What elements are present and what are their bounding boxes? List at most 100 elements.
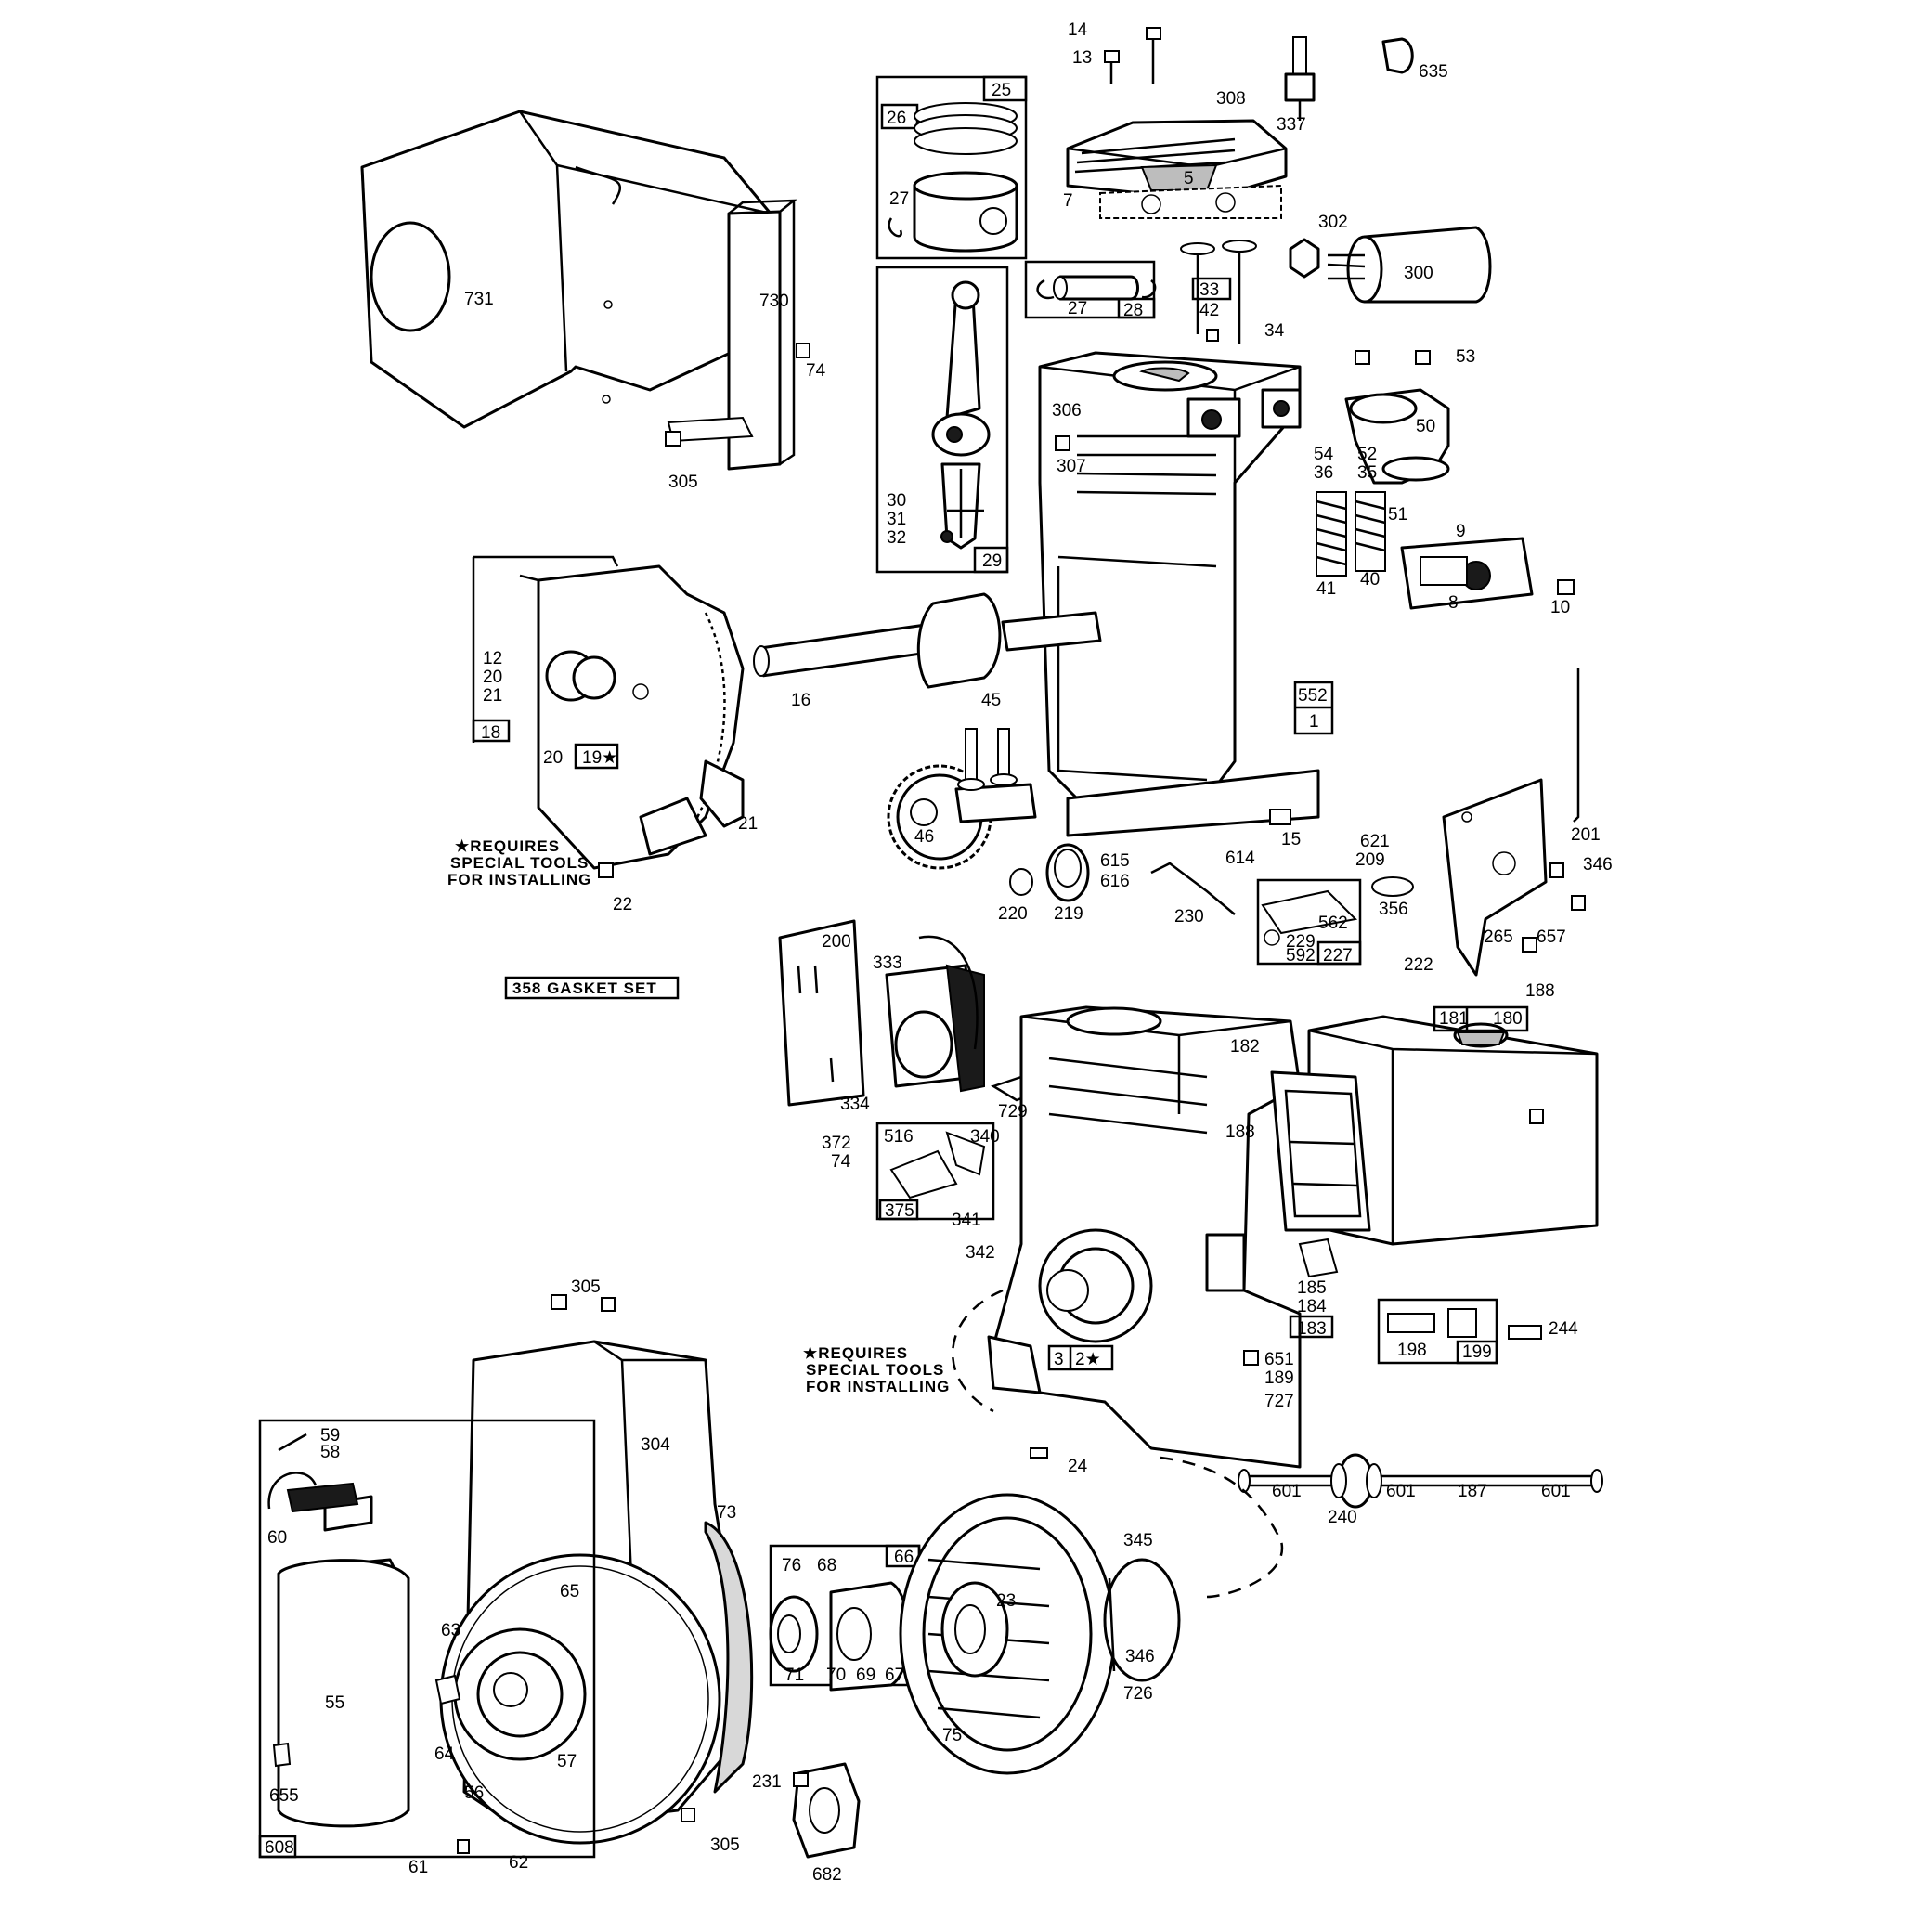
callout: 185 — [1297, 1278, 1327, 1298]
callout: 60 — [267, 1528, 287, 1548]
valves-33-34 — [1180, 240, 1257, 344]
tappets-45 — [957, 728, 1018, 791]
clutch-box-66 — [769, 1544, 921, 1692]
callout: 334 — [840, 1095, 870, 1114]
spark-plug-337 — [1284, 36, 1316, 121]
cylinder-head-5 — [1066, 119, 1288, 201]
callout: 21 — [738, 814, 758, 834]
callout: 219 — [1054, 904, 1083, 924]
callout: 183 — [1297, 1319, 1327, 1339]
callout: 198 — [1397, 1341, 1427, 1360]
callout: 345 — [1123, 1531, 1153, 1550]
callout: 199 — [1462, 1342, 1492, 1362]
callout: 61 — [408, 1858, 428, 1877]
callout: 13 — [1072, 48, 1092, 68]
callout: 25 — [992, 81, 1011, 100]
crankcase-cover — [519, 564, 745, 870]
cylinder-block-1 — [1038, 351, 1320, 837]
callout: 29 — [982, 551, 1002, 571]
special-tools-note-1: ★REQUIRES SPECIAL TOOLS FOR INSTALLING — [447, 837, 590, 888]
callout: 187 — [1458, 1482, 1487, 1501]
callout: 240 — [1328, 1508, 1357, 1527]
callout: 305 — [710, 1835, 740, 1855]
callout: 181 — [1439, 1009, 1469, 1029]
callout: 340 — [970, 1127, 1000, 1147]
callout: 62 — [509, 1853, 528, 1873]
callout: 601 — [1272, 1482, 1302, 1501]
callout: 74 — [806, 361, 826, 381]
callout: 516 — [884, 1127, 914, 1147]
dashed-assembly-line — [951, 1289, 1004, 1413]
callout: 265 — [1484, 927, 1513, 947]
callout: 333 — [873, 953, 902, 973]
spark-plug-cap-635 — [1381, 37, 1414, 74]
callout: 231 — [752, 1772, 782, 1792]
callout: 562 — [1318, 914, 1348, 933]
callout: 59 — [320, 1426, 340, 1446]
callout: 7 — [1063, 191, 1073, 211]
callout: 70 — [826, 1666, 846, 1685]
callout: 50 — [1416, 417, 1435, 436]
callout: 730 — [759, 292, 789, 311]
callout: 14 — [1068, 20, 1088, 40]
callout: 24 — [1068, 1457, 1088, 1476]
callout: 30 — [887, 491, 906, 511]
callout: 731 — [464, 290, 494, 309]
box-375 — [875, 1122, 995, 1221]
callout: 372 — [822, 1134, 851, 1153]
callout: 51 — [1388, 505, 1407, 525]
callout: 19★ — [582, 748, 617, 768]
ring-356 — [1371, 876, 1414, 897]
callout: 682 — [812, 1865, 842, 1885]
callout: 32 — [887, 528, 906, 548]
callout: 34 — [1264, 321, 1285, 341]
plate-682 — [792, 1762, 861, 1859]
callout: 189 — [1264, 1368, 1294, 1388]
special-tools-note-2: ★REQUIRES SPECIAL TOOLS FOR INSTALLING — [803, 1344, 950, 1395]
special-tools-line: FOR INSTALLING — [806, 1378, 950, 1395]
callout: 341 — [952, 1211, 981, 1230]
callout: 201 — [1571, 825, 1601, 845]
callout: 308 — [1216, 89, 1246, 109]
callout: 41 — [1316, 579, 1336, 599]
plate-200 — [778, 919, 865, 1107]
callout: 31 — [887, 510, 906, 529]
callout: 36 — [1314, 463, 1333, 483]
callout: 356 — [1379, 900, 1408, 919]
callout: 20 — [483, 668, 502, 687]
special-tools-line: ★REQUIRES — [455, 837, 560, 855]
callout: 69 — [856, 1666, 875, 1685]
callout: 552 — [1298, 686, 1328, 706]
callout: 592 — [1286, 946, 1316, 966]
fuel-tank-180 — [1307, 1005, 1599, 1246]
callout: 15 — [1281, 830, 1301, 849]
callout: 35 — [1357, 463, 1377, 483]
gasket-set-note: 358 GASKET SET — [504, 976, 680, 1000]
blower-housing-304 — [439, 1340, 745, 1845]
callout: 305 — [571, 1277, 601, 1297]
callout: 244 — [1549, 1319, 1578, 1339]
box-3-2 — [1047, 1344, 1114, 1371]
camshaft-gear-46 — [887, 764, 1037, 870]
callout: 1 — [1309, 712, 1319, 732]
callout: 27 — [1068, 299, 1087, 318]
callout: 46 — [914, 827, 934, 847]
callout: 182 — [1230, 1037, 1260, 1057]
special-tools-line: ★REQUIRES — [803, 1344, 908, 1362]
callout: 20 — [543, 748, 563, 768]
callout: 10 — [1550, 598, 1570, 617]
governor-gear-219 — [1009, 843, 1090, 902]
callout: 229 — [1286, 932, 1316, 952]
callout: 12 — [483, 649, 502, 668]
callout: 346 — [1125, 1647, 1155, 1666]
callout: 614 — [1225, 849, 1255, 868]
callout: 45 — [981, 691, 1001, 710]
special-tools-line: SPECIAL TOOLS — [450, 854, 589, 872]
callout: 27 — [889, 189, 909, 209]
callout: 655 — [269, 1786, 299, 1806]
callout: 300 — [1404, 264, 1433, 283]
callout: 635 — [1419, 62, 1448, 82]
intake-elbow-50 — [1344, 388, 1450, 485]
fasteners — [457, 343, 1586, 1854]
box-183 — [1289, 1238, 1339, 1339]
